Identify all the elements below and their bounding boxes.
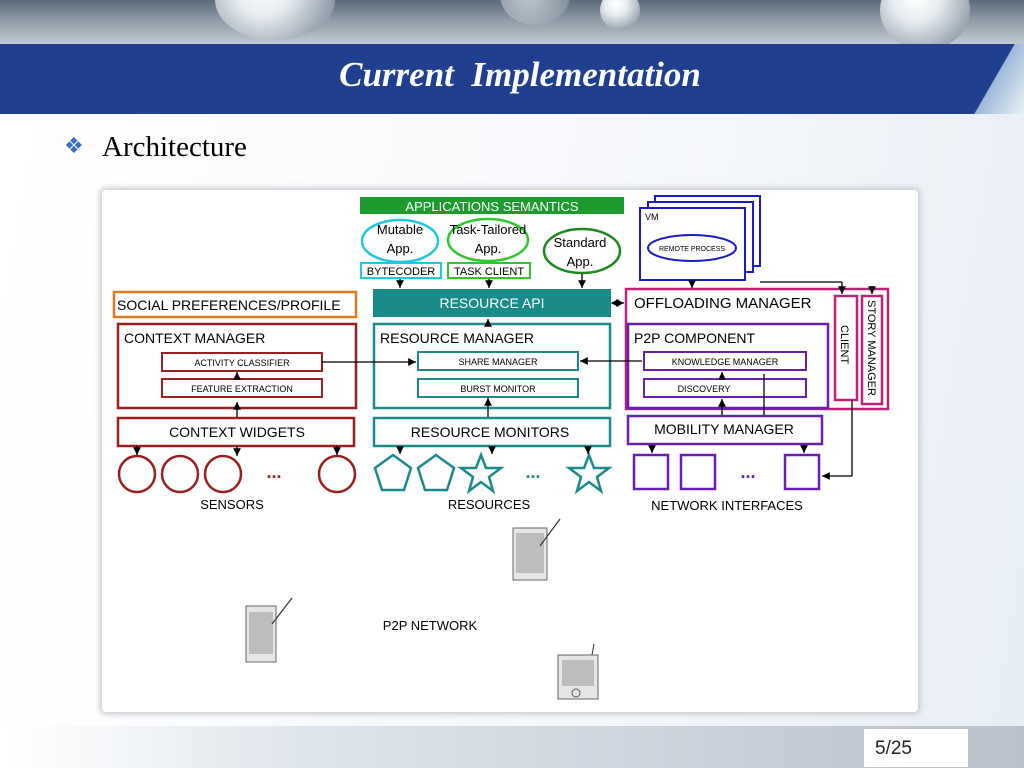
context-widgets-label: CONTEXT WIDGETS <box>169 424 305 440</box>
burst-monitor-box <box>417 378 579 398</box>
diamond-bullet-icon: ❖ <box>64 133 84 158</box>
story-manager-label: STORY MANAGER <box>865 300 877 396</box>
feature-extraction-label: FEATURE EXTRACTION <box>191 384 293 394</box>
applications-semantics-bar <box>360 197 624 214</box>
mobility-manager-box <box>626 414 824 446</box>
resource-manager-label: RESOURCE MANAGER <box>380 330 534 346</box>
bytecoder-box <box>360 262 442 279</box>
network-interface-box <box>632 453 670 491</box>
resource-monitors-label: RESOURCE MONITORS <box>411 424 569 440</box>
sensors-label: SENSORS <box>200 497 264 512</box>
network-interface-box <box>783 453 821 491</box>
standard-app-line1: Standard <box>554 235 607 250</box>
title-bar <box>0 44 1024 114</box>
p2p-component-label: P2P COMPONENT <box>634 330 756 346</box>
resources-label: RESOURCES <box>448 497 531 512</box>
resource-star <box>565 451 613 495</box>
social-preferences-label: SOCIAL PREFERENCES/PROFILE <box>117 297 341 313</box>
resource-manager-box <box>372 322 612 410</box>
task-client-box <box>447 262 531 279</box>
social-preferences-box <box>112 290 358 319</box>
remote-process-label: REMOTE PROCESS <box>659 246 725 253</box>
device-icon <box>557 643 599 700</box>
mobility-manager-label: MOBILITY MANAGER <box>654 421 794 437</box>
sensor-circle <box>160 454 200 494</box>
server-icon <box>512 518 561 581</box>
share-manager-label: SHARE MANAGER <box>458 357 538 367</box>
discovery-label: DISCOVERY <box>678 384 731 394</box>
context-widgets-box <box>116 416 356 448</box>
sensor-circle <box>203 454 243 494</box>
page-number-box <box>864 729 968 767</box>
resources-ellipsis: ... <box>525 462 540 482</box>
network-interfaces-label: NETWORK INTERFACES <box>651 498 803 513</box>
task-tailored-app-line1: Task-Tailored <box>450 222 527 237</box>
bullet-architecture: Architecture <box>102 131 247 163</box>
standard-app-line2: App. <box>567 254 594 269</box>
bytecoder-label: BYTECODER <box>367 266 436 278</box>
mutable-app-line2: App. <box>387 241 414 256</box>
p2p-network-label: P2P NETWORK <box>383 618 478 633</box>
task-tailored-app-line2: App. <box>475 241 502 256</box>
resource-api-bar <box>373 289 611 317</box>
resource-api-label: RESOURCE API <box>439 295 544 311</box>
p2p-component-box <box>626 322 830 410</box>
connector-arrows <box>133 274 876 480</box>
slide-title: Current Implementation <box>339 55 701 94</box>
page-number: 5/25 <box>875 738 912 759</box>
header-decoration <box>0 0 1024 48</box>
sensor-circle <box>317 454 357 494</box>
vm-box <box>639 207 746 281</box>
resource-pentagon <box>416 453 456 492</box>
burst-monitor-label: BURST MONITOR <box>460 384 536 394</box>
remote-process-ellipse <box>647 234 737 262</box>
sensor-circle <box>117 454 157 494</box>
mutable-app-line1: Mutable <box>377 222 423 237</box>
resource-pentagon <box>373 453 413 492</box>
feature-extraction-box <box>161 378 323 398</box>
task-client-label: TASK CLIENT <box>454 266 524 278</box>
knowledge-manager-label: KNOWLEDGE MANAGER <box>672 357 779 367</box>
client-box <box>833 294 859 402</box>
activity-classifier-label: ACTIVITY CLASSIFIER <box>194 358 290 368</box>
standard-app-ellipse <box>542 227 622 275</box>
applications-semantics-label: APPLICATIONS SEMANTICS <box>405 199 578 214</box>
server-icon <box>245 597 293 663</box>
network-ellipsis: ... <box>740 462 755 482</box>
context-manager-label: CONTEXT MANAGER <box>124 330 265 346</box>
knowledge-manager-box <box>643 351 807 371</box>
offloading-manager-label: OFFLOADING MANAGER <box>634 295 812 312</box>
network-interface-box <box>679 453 717 491</box>
footer-bar <box>0 726 1024 768</box>
resource-star <box>457 451 505 495</box>
vm-label: VM <box>645 212 659 222</box>
share-manager-box <box>417 351 579 371</box>
sensors-ellipsis: ... <box>266 462 281 482</box>
story-manager-box <box>860 294 884 406</box>
task-tailored-app-ellipse <box>446 217 530 263</box>
client-label: CLIENT <box>838 325 850 364</box>
